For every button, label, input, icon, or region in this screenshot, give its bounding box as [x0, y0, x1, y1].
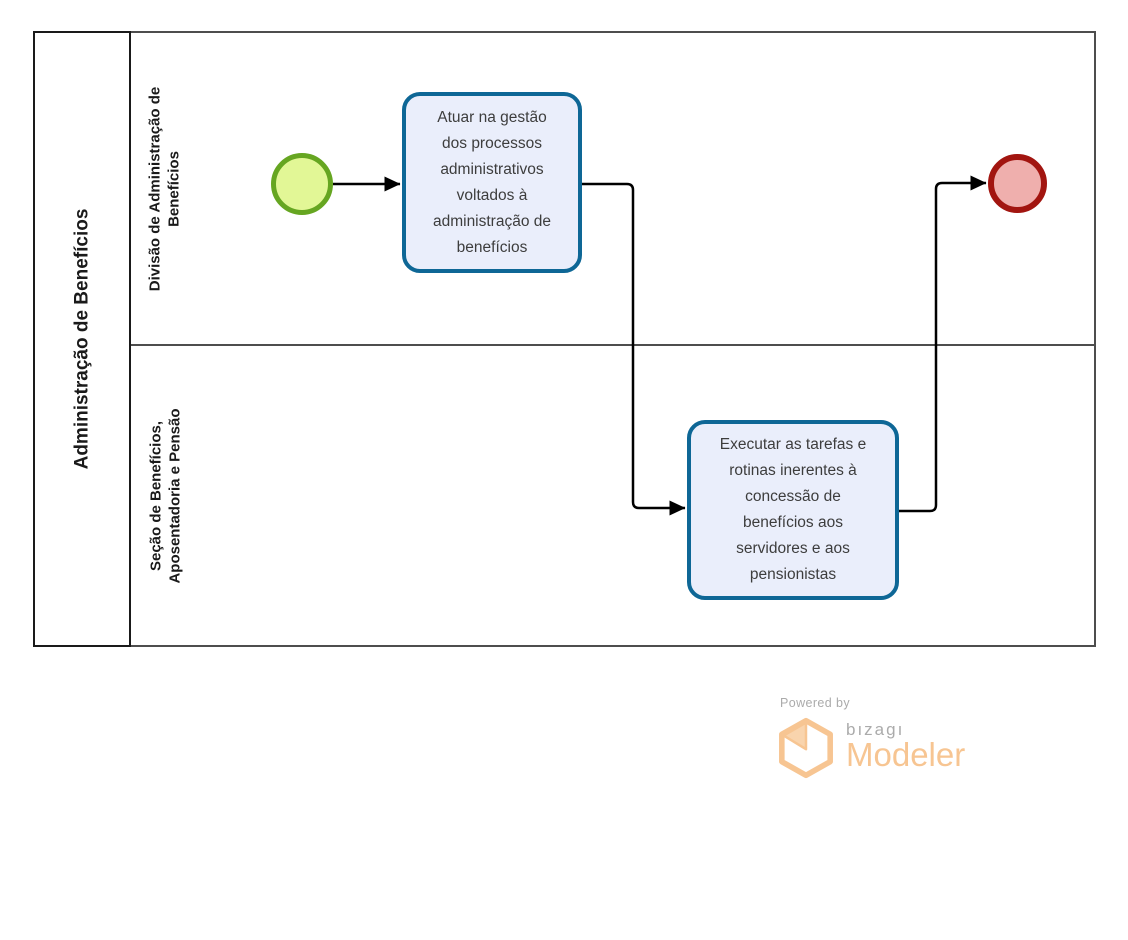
task-label: Executar as tarefas e rotinas inerentes …	[719, 436, 867, 583]
task-label: Atuar na gestão dos processos administra…	[432, 108, 552, 256]
bizagi-wordmark: bızagı	[846, 720, 905, 739]
bizagi-branding: Powered by bızagı Modeler	[775, 696, 965, 779]
pool-header: Administração de Benefícios	[33, 31, 131, 647]
flow-task1-to-task2[interactable]	[582, 182, 686, 516]
flow-task2-to-end[interactable]	[899, 175, 987, 513]
start-event[interactable]	[271, 153, 333, 215]
bizagi-cube-icon	[779, 717, 833, 779]
end-event[interactable]	[988, 154, 1047, 213]
modeler-wordmark: Modeler	[846, 736, 966, 773]
powered-by-label: Powered by	[780, 696, 851, 710]
lane-divider	[131, 344, 1096, 346]
pool-lane-area	[129, 31, 1096, 647]
task-executar-tarefas[interactable]: Executar as tarefas e rotinas inerentes …	[687, 420, 899, 600]
task-atuar-na-gestao[interactable]: Atuar na gestão dos processos administra…	[402, 92, 582, 273]
